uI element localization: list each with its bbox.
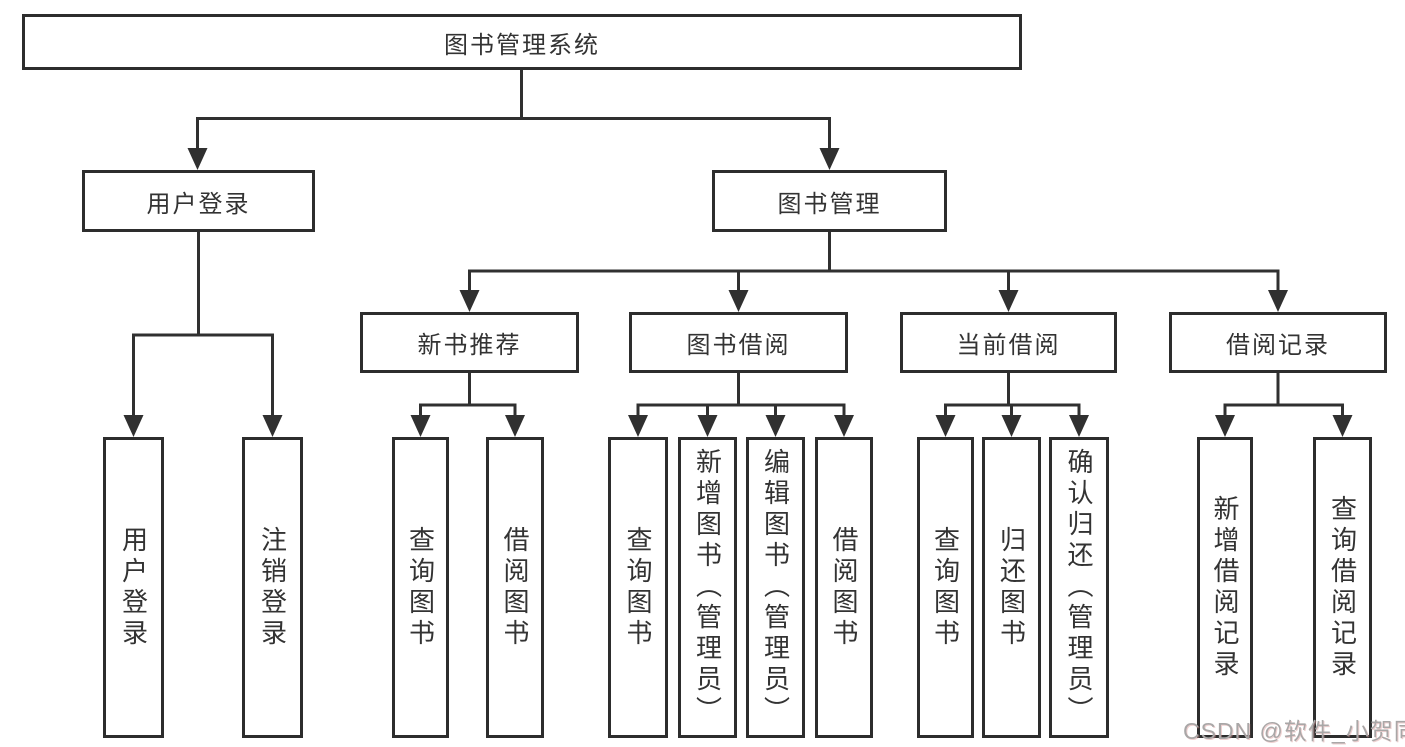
arrow-down-icon [1215, 415, 1235, 437]
node-borrow-records: 借阅记录 [1169, 312, 1387, 373]
node-label: 查询图书 [623, 525, 653, 650]
arrow-down-icon [1268, 290, 1288, 312]
csdn-watermark: CSDN @软件_小贺同学 [1183, 718, 1405, 744]
node-label: 图书借阅 [686, 332, 791, 359]
leaf-logout: 注销登录 [242, 437, 303, 738]
node-label: 借阅图书 [500, 525, 530, 650]
node-label: 查询图书 [405, 525, 436, 650]
leaf-query-borrow-record: 查询借阅记录 [1313, 437, 1372, 738]
node-book-borrow: 图书借阅 [629, 312, 848, 373]
node-user-login: 用户登录 [82, 170, 315, 232]
leaf-edit-books-admin: 编辑图书（管理员） [746, 437, 805, 738]
node-label: 查询图书 [930, 525, 961, 650]
node-label: 图书管理 [777, 190, 882, 218]
node-current-borrow: 当前借阅 [900, 312, 1117, 373]
node-label: 新书推荐 [417, 332, 522, 359]
arrow-down-icon [262, 415, 283, 437]
node-new-book-recommend: 新书推荐 [360, 312, 579, 373]
arrow-down-icon [728, 290, 749, 312]
arrow-down-icon [1069, 415, 1089, 437]
leaf-user-login: 用户登录 [103, 437, 164, 738]
arrow-down-icon [410, 415, 431, 437]
arrowheads [123, 148, 1353, 437]
node-label: 新增图书（管理员） [692, 448, 723, 727]
leaf-return-books: 归还图书 [982, 437, 1041, 738]
leaf-add-books-admin: 新增图书（管理员） [678, 437, 737, 738]
arrow-down-icon [1332, 415, 1353, 437]
node-book-management: 图书管理 [712, 170, 947, 232]
arrow-down-icon [765, 415, 786, 437]
leaf-query-books-recommend: 查询图书 [392, 437, 449, 738]
arrow-down-icon [697, 415, 718, 437]
connector-lines [132, 68, 1344, 416]
arrow-down-icon [123, 415, 144, 437]
node-label: 借阅图书 [829, 525, 859, 650]
node-library-system: 图书管理系统 [22, 14, 1022, 70]
node-label: 归还图书 [996, 525, 1027, 650]
node-label: 用户登录 [118, 525, 149, 650]
arrow-down-icon [1001, 415, 1022, 437]
arrow-down-icon [935, 415, 956, 437]
leaf-add-borrow-record: 新增借阅记录 [1197, 437, 1253, 738]
arrow-down-icon [998, 290, 1019, 312]
leaf-query-books-borrow: 查询图书 [608, 437, 668, 738]
node-label: 图书管理系统 [444, 31, 600, 59]
node-label: 借阅记录 [1226, 332, 1330, 359]
node-label: 确认归还（管理员） [1064, 448, 1094, 727]
arrow-down-icon [505, 415, 525, 437]
node-label: 注销登录 [257, 525, 288, 650]
node-label: 新增借阅记录 [1210, 494, 1240, 681]
arrow-down-icon [819, 148, 840, 170]
arrow-down-icon [834, 415, 854, 437]
leaf-borrow-books: 借阅图书 [815, 437, 873, 738]
node-label: 编辑图书（管理员） [760, 448, 791, 727]
node-label: 查询借阅记录 [1327, 494, 1358, 681]
node-label: 当前借阅 [956, 332, 1061, 359]
arrow-down-icon [459, 290, 480, 312]
node-label: 用户登录 [146, 190, 251, 218]
arrow-down-icon [187, 148, 208, 170]
leaf-query-books-current: 查询图书 [917, 437, 974, 738]
arrow-down-icon [628, 415, 648, 437]
leaf-confirm-return-admin: 确认归还（管理员） [1049, 437, 1109, 738]
leaf-borrow-books-recommend: 借阅图书 [486, 437, 544, 738]
